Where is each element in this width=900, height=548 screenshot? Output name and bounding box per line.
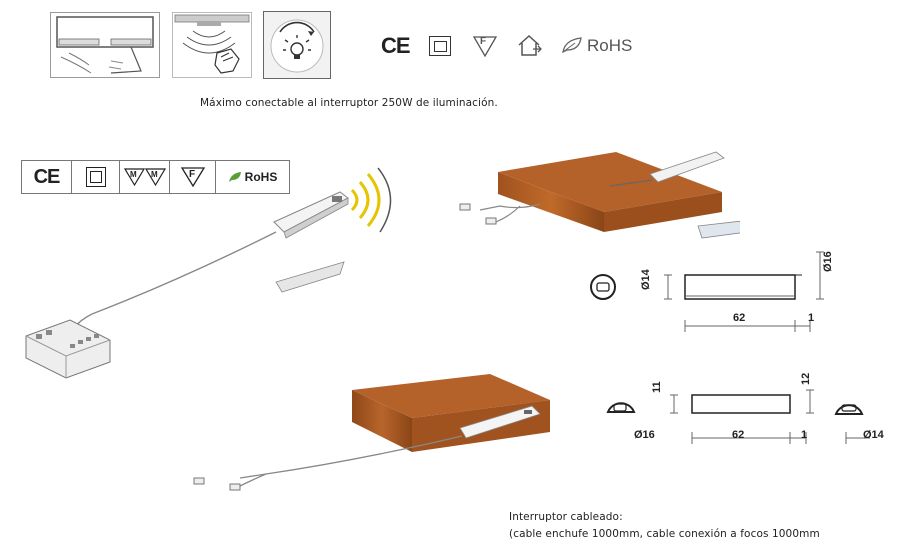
rohs-mark-top: RoHS xyxy=(587,36,633,55)
fire-triangle-bar-icon xyxy=(180,167,205,188)
ce-mark-top: CE xyxy=(381,33,411,58)
wired-switch-cable-lengths: (cable enchufe 1000mm, cable conexión a … xyxy=(509,528,820,540)
mm-triangles-icon xyxy=(123,168,166,187)
rohs-mark: RoHS xyxy=(244,170,278,184)
dim-length-62-lower: 62 xyxy=(732,429,745,441)
ce-cell: CE xyxy=(22,161,72,193)
hand-wave-sensor-icon xyxy=(172,12,252,78)
dim-gap-1-lower: 1 xyxy=(801,429,808,441)
dim-length-62-upper: 62 xyxy=(733,312,746,324)
max-load-caption: Máximo conectable al interruptor 250W de… xyxy=(200,97,498,109)
shelf-mounted-sensor-illustration xyxy=(459,151,740,239)
mm-mark-right: M xyxy=(151,170,158,179)
wired-switch-title: Interruptor cableado: xyxy=(509,511,623,523)
dim-diameter-14-lower: Ø14 xyxy=(863,429,884,441)
ce-mark: CE xyxy=(33,165,61,188)
double-insulation-cell xyxy=(72,161,120,193)
certification-bar: CE M M F RoHS xyxy=(21,160,290,194)
fire-cell: F xyxy=(170,161,216,193)
mm-cell: M M xyxy=(120,161,170,193)
dim-diameter-16-upper: Ø16 xyxy=(822,251,834,272)
leaf-icon xyxy=(562,37,582,54)
double-insulation-icon xyxy=(429,36,451,56)
fire-mark: F xyxy=(189,169,196,180)
dim-diameter-14-upper: Ø14 xyxy=(640,269,652,290)
dim-diameter-16-lower: Ø16 xyxy=(634,429,655,441)
shelf-recessed-sensor-illustration xyxy=(193,374,550,491)
dim-height-11: 11 xyxy=(651,381,663,393)
rohs-cell: RoHS xyxy=(216,161,289,193)
sensor-wiring-illustration xyxy=(25,167,392,379)
wired-switch-caption: Interruptor cableado: (cable enchufe 100… xyxy=(509,509,820,543)
dimmer-bulb-icon xyxy=(263,11,331,79)
rohs-leaf-icon xyxy=(228,172,241,182)
mm-mark-left: M xyxy=(130,170,137,179)
double-insulation-mark-icon xyxy=(85,167,106,187)
dim-gap-1-upper: 1 xyxy=(808,312,815,324)
dimension-drawings xyxy=(590,251,870,444)
fire-mark-top: F xyxy=(480,36,487,47)
dim-height-12: 12 xyxy=(800,372,812,385)
door-sensor-icon xyxy=(50,12,160,78)
indoor-house-icon xyxy=(518,34,542,56)
fire-triangle-icon xyxy=(472,36,498,58)
